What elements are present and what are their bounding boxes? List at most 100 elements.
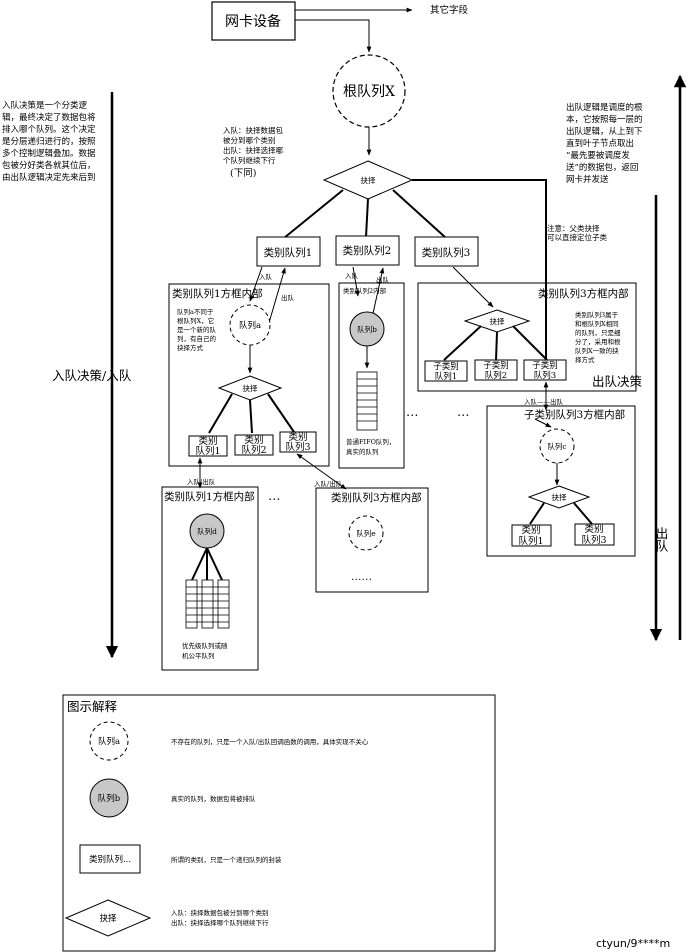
svg-text:抉择: 抉择 — [361, 175, 376, 185]
svg-text:类别队列2: 类别队列2 — [343, 244, 392, 257]
parent-note-line1: 注意：父类抉择 — [547, 223, 600, 233]
box-subcategory-3: 子类别队列3方框内部 队列c 抉择 类别 队列1 类别 队列3 — [486, 405, 636, 557]
ellipsis-1: … — [406, 404, 419, 419]
svg-text:被分到哪个类别: 被分到哪个类别 — [223, 135, 276, 145]
ellipsis-3: … — [268, 488, 281, 503]
other-field-label: 其它字段 — [430, 4, 469, 16]
legend-select-symbol — [64, 899, 152, 937]
left-note: 入队决策是一个分类逻 辑，最终决定了数据包将 排入哪个队列。这个决定 是分层递归… — [2, 100, 96, 183]
legend-virtual-queue-symbol — [89, 721, 129, 761]
box-category-3-inner: 类别队列3方框内部 队列e …… — [315, 487, 429, 593]
svg-text:入队：抉择数据包: 入队：抉择数据包 — [223, 125, 283, 135]
legend: 图示解释 队列a 不存在的队列，只是一个入队/出队回调函数的调用，具体实现不关心… — [62, 694, 496, 952]
svg-text:队列3: 队列3 — [581, 534, 606, 546]
svg-text:和根队列X相同: 和根队列X相同 — [575, 319, 619, 328]
svg-text:出队逻辑是调度的根: 出队逻辑是调度的根 — [566, 102, 643, 113]
svg-text:出队：抉择选择哪: 出队：抉择选择哪 — [223, 145, 283, 155]
svg-text:类别: 类别 — [288, 431, 307, 443]
svg-text:多个控制逻辑叠加。数据: 多个控制逻辑叠加。数据 — [2, 148, 96, 159]
svg-text:类别队列3: 类别队列3 — [422, 246, 471, 259]
enqueue-label-cat1: 入队 — [259, 272, 273, 281]
queue-a-label: 队列a — [239, 320, 261, 331]
enqueue-dash-dequeue-label: 入队——出队 — [524, 397, 564, 406]
svg-text:队列X一致的抉: 队列X一致的抉 — [575, 346, 619, 355]
category-queue-1: 类别队列1 — [256, 236, 321, 267]
queue-d-label: 队列d — [197, 526, 217, 536]
svg-text:优先级队列或随: 优先级队列或随 — [182, 641, 228, 650]
svg-text:的队列，只是细: 的队列，只是细 — [575, 328, 621, 337]
svg-text:类别队列3属于: 类别队列3属于 — [575, 310, 619, 319]
svg-text:类别队列2内部: 类别队列2内部 — [343, 286, 387, 295]
svg-text:抉择: 抉择 — [552, 492, 567, 502]
watermark: ctyun/9****m — [596, 937, 670, 950]
svg-text:是分层递归进行的，按照: 是分层递归进行的，按照 — [2, 136, 96, 147]
svg-text:队列1: 队列1 — [195, 445, 220, 457]
svg-text:抉择: 抉择 — [490, 316, 505, 326]
svg-text:网卡并发送: 网卡并发送 — [566, 174, 609, 185]
category-queue-3: 类别队列3 — [414, 236, 479, 267]
nic-device: 网卡设备 — [211, 1, 296, 41]
svg-text:是一个新的队: 是一个新的队 — [177, 325, 217, 334]
svg-text:子类别: 子类别 — [532, 360, 558, 371]
svg-text:排入哪个队列。这个决定: 排入哪个队列。这个决定 — [2, 124, 96, 135]
queue-e-label: 队列e — [356, 528, 376, 538]
svg-text:队列a不同于: 队列a不同于 — [177, 307, 214, 316]
dequeue-arrow-cat2 — [371, 267, 385, 319]
legend-select-desc-2: 出队：抉择选择哪个队列继续下行 — [171, 918, 269, 927]
svg-text:类别队列3方框内部: 类别队列3方框内部 — [538, 287, 629, 300]
svg-text:抉择: 抉择 — [99, 913, 117, 924]
box-category-2: 类别队列2内部 队列b 普通FIFO队列， 真实的队列 — [338, 282, 405, 469]
dequeue-side-label: 出队 — [654, 527, 669, 553]
nic-to-root-arrow — [295, 19, 372, 53]
legend-select-desc-1: 入队：抉择数据包被分到哪个类别 — [171, 908, 269, 917]
legend-category-desc: 所谓的类别，只是一个递归队列的封装 — [171, 855, 282, 864]
svg-text:队列3: 队列3 — [534, 370, 556, 381]
enqueue-note: 入队：抉择数据包 被分到哪个类别 出队：抉择选择哪 个队列继续下行 (下同) — [223, 125, 283, 179]
svg-text:子类别队列3方框内部: 子类别队列3方框内部 — [524, 408, 625, 421]
enqueue-arrow-cat2 — [352, 266, 360, 297]
dequeue-label-cat1: 出队 — [281, 293, 295, 302]
svg-text:队列3: 队列3 — [285, 441, 310, 453]
legend-real-queue-symbol — [89, 778, 129, 818]
svg-text:入队决策是一个分类逻: 入队决策是一个分类逻 — [2, 100, 88, 111]
root-queue-x: 根队列X — [332, 54, 406, 128]
svg-text:(下同): (下同) — [230, 168, 256, 179]
svg-text:抉择: 抉择 — [243, 383, 258, 393]
select-diamond-box6 — [527, 485, 591, 509]
svg-text:类别: 类别 — [244, 434, 263, 446]
dequeue-label-cat2: 出队 — [376, 275, 390, 284]
svg-text:子类别: 子类别 — [433, 361, 459, 372]
svg-text:类别: 类别 — [521, 524, 540, 536]
svg-text:个队列继续下行: 个队列继续下行 — [223, 155, 276, 165]
svg-text:根队列X，它: 根队列X，它 — [177, 316, 214, 325]
parent-note-line2: 可以直接定位子类 — [547, 232, 607, 242]
svg-text:直到叶子节点取出: 直到叶子节点取出 — [566, 138, 634, 149]
svg-text:类别队列1方框内部: 类别队列1方框内部 — [164, 490, 255, 503]
queue-c-circle — [539, 428, 575, 464]
svg-text:择方式: 择方式 — [575, 355, 595, 364]
svg-text:类别: 类别 — [198, 435, 217, 447]
svg-text:包被分好类各就其位后，: 包被分好类各就其位后， — [2, 160, 96, 171]
svg-text:队列2: 队列2 — [241, 444, 266, 456]
box-category-1: 类别队列1方框内部 队列a不同于 根队列X，它 是一个新的队 列，有自己的 抉择… — [168, 283, 330, 467]
svg-text:类别队列1方框内部: 类别队列1方框内部 — [172, 287, 263, 300]
svg-text:送”的数据包，返回: 送”的数据包，返回 — [566, 162, 638, 173]
box-category-3: 类别队列3方框内部 抉择 子类别 队列1 子类别 队列2 子类别 队列3 类别队… — [417, 266, 637, 392]
svg-text:“最先要被调度发: “最先要被调度发 — [566, 150, 630, 161]
svg-text:机公平队列: 机公平队列 — [182, 651, 215, 660]
svg-text:类别队列1: 类别队列1 — [264, 246, 313, 259]
svg-text:队列1: 队列1 — [435, 371, 457, 382]
fifo-queue-stack — [356, 371, 378, 431]
nic-label: 网卡设备 — [225, 13, 281, 30]
legend-category-symbol — [79, 844, 141, 874]
svg-text:队列2: 队列2 — [485, 370, 507, 381]
legend-title: 图示解释 — [67, 699, 118, 714]
svg-text:类别队列3方框内部: 类别队列3方框内部 — [331, 491, 422, 504]
svg-text:列，有自己的: 列，有自己的 — [177, 334, 217, 343]
enqueue-label-cat2: 入队 — [345, 271, 359, 280]
legend-real-queue-desc: 真实的队列，数据包将被排队 — [171, 794, 256, 803]
right-note: 出队逻辑是调度的根 本，它按照每一层的 出队逻辑，从上到下 直到叶子节点取出 “… — [566, 102, 643, 185]
svg-text:真实的队列: 真实的队列 — [346, 447, 379, 456]
svg-text:辑，最终决定了数据包将: 辑，最终决定了数据包将 — [2, 112, 96, 123]
